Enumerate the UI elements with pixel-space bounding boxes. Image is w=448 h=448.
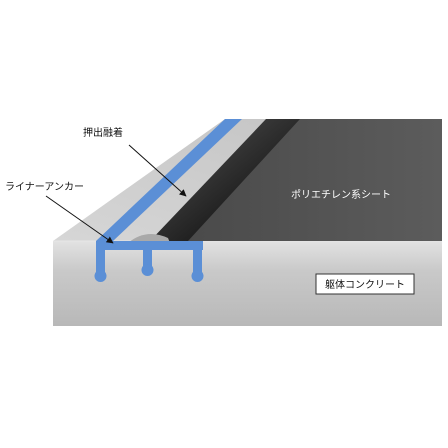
liner-anchor-tip-1 [94,270,107,282]
liner-anchor-diagonal [96,119,242,241]
label-extrusion-weld: 押出融着 [83,126,123,139]
liner-anchor [94,119,242,282]
label-concrete-body: 躯体コンクリート [325,278,405,291]
label-polyethylene-sheet: ポリエチレン系シート [291,189,391,201]
liner-anchor-leg-2 [143,248,152,268]
extrusion-weld-bead [150,119,300,241]
liner-anchor-base [96,241,203,250]
arrow-extrusion-weld [128,144,187,197]
arrow-liner-anchor [45,195,114,244]
liner-anchor-tip-2 [141,264,154,276]
liner-anchor-leg-3 [193,248,202,274]
polyethylene-sheet [184,119,442,241]
concrete-label-box [315,273,415,295]
liner-anchor-leg-1 [96,248,105,274]
label-liner-anchor: ライナーアンカー [5,181,84,193]
weld-corner-lump [128,234,170,243]
liner-anchor-tip-3 [191,270,204,282]
